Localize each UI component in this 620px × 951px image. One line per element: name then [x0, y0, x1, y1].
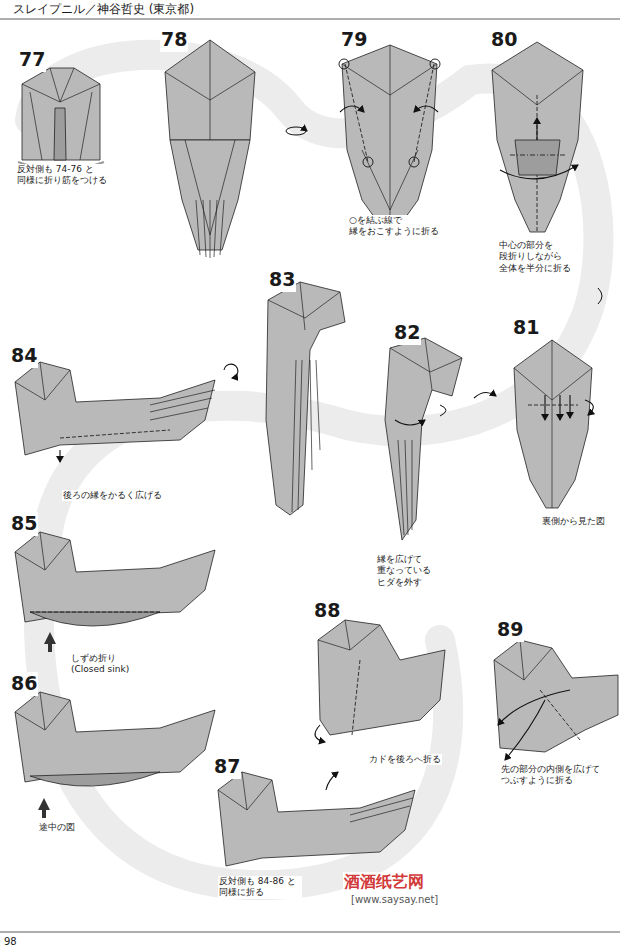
instruction: 途中の図	[38, 822, 76, 833]
step-number: 84	[10, 344, 38, 368]
step-number: 88	[313, 599, 341, 623]
instruction: 反対側も 84-86 と 同様に折る	[218, 876, 302, 899]
step-number: 80	[490, 28, 518, 52]
step-number: 86	[10, 672, 38, 696]
step-number: 83	[268, 268, 296, 292]
instruction: 反対側も 74-76 と 同様に折り筋をつける	[16, 164, 112, 187]
instruction: しずめ折り (Closed sink)	[70, 653, 148, 676]
watermark: [www.saysay.net]	[350, 894, 439, 907]
step-number: 85	[10, 512, 38, 536]
instruction: ○を結ぶ線で 縁をおこすように折る	[348, 215, 444, 238]
step-number: 81	[512, 316, 540, 340]
instruction: 後ろの縁をかるく広げる	[62, 490, 163, 501]
step-number: 87	[213, 755, 241, 779]
instruction: 先の部分の内側を広げて つぶすように折る	[500, 764, 606, 787]
instruction: カドを後ろへ折る	[368, 754, 442, 765]
instruction: 裏側から見た図	[541, 516, 606, 527]
step-number: 89	[496, 618, 524, 642]
step-number: 82	[393, 321, 421, 345]
step-number: 77	[18, 48, 46, 72]
instruction: 中心の部分を 段折りしながら 全体を半分に折る	[498, 240, 576, 274]
watermark: 酒酒纸艺网	[343, 872, 425, 892]
page-number: 98	[3, 936, 18, 949]
step-number: 79	[340, 28, 368, 52]
page-title: スレイプニル／神谷哲史 (東京都)	[12, 2, 195, 17]
instruction: 縁を広げて 重なっている ヒダを外す	[376, 554, 436, 588]
step-number: 78	[160, 28, 188, 52]
